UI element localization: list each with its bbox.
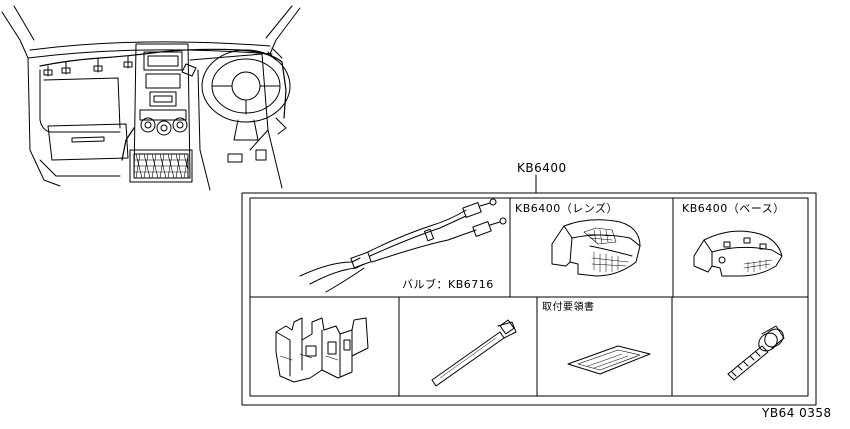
cable-tie-drawing: [431, 319, 517, 387]
footer-code: YB64 0358: [762, 406, 832, 420]
harness-label: バルブ：KB6716: [402, 278, 494, 291]
base-label: KB6400（ベース）: [682, 202, 785, 215]
bulb-harness-drawing: [299, 198, 507, 293]
dashboard-illustration: [1, 5, 301, 191]
kit-part-number: KB6400: [517, 161, 567, 175]
instructions-label: 取付要領書: [542, 302, 595, 313]
lens-drawing: [551, 219, 641, 277]
screw-drawing: [727, 325, 785, 381]
kit-box: [241, 192, 817, 406]
bracket-drawing: [275, 317, 369, 383]
base-drawing: [693, 230, 783, 277]
instruction-sheet-drawing: [567, 345, 651, 375]
lens-label: KB6400（レンズ）: [515, 202, 619, 215]
